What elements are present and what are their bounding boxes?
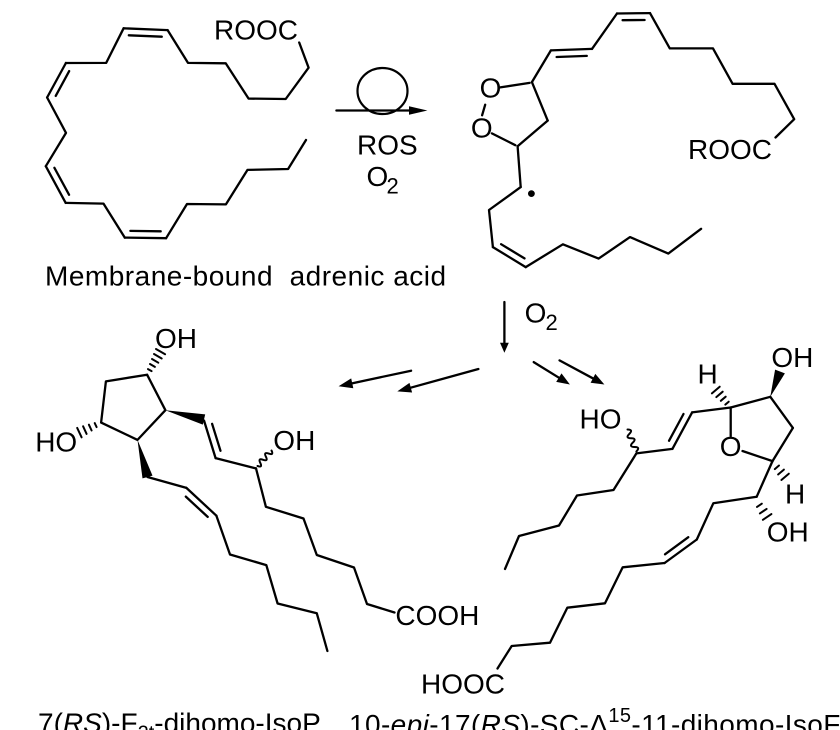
svg-text:O: O [525,298,547,329]
svg-text:2: 2 [387,174,399,199]
svg-text:O: O [720,431,742,462]
svg-text:COOH: COOH [395,600,479,631]
svg-text:HO: HO [580,403,622,434]
svg-text:10-epi-17(RS)-SC-Δ15-11-dihomo: 10-epi-17(RS)-SC-Δ15-11-dihomo-IsoF [349,705,840,730]
svg-text:OH: OH [771,342,813,373]
svg-text:OH: OH [155,323,197,354]
svg-text:OH: OH [767,517,809,548]
svg-text:H: H [785,478,805,509]
svg-text:OH: OH [273,425,315,456]
svg-text:Membrane-bound adrenic acid: Membrane-bound adrenic acid [45,261,447,292]
svg-text:H: H [698,359,718,390]
svg-text:O: O [480,73,502,104]
svg-text:O: O [471,113,493,144]
svg-text:7(RS)-F2t-dihomo-IsoP: 7(RS)-F2t-dihomo-IsoP [38,708,321,730]
svg-text:ROOC: ROOC [214,15,298,46]
svg-text:O: O [367,161,389,192]
svg-text:ROOC: ROOC [688,134,772,165]
svg-text:ROS: ROS [357,130,418,161]
svg-text:2: 2 [546,310,558,335]
svg-text:HO: HO [35,426,77,457]
svg-text:HOOC: HOOC [421,668,505,699]
